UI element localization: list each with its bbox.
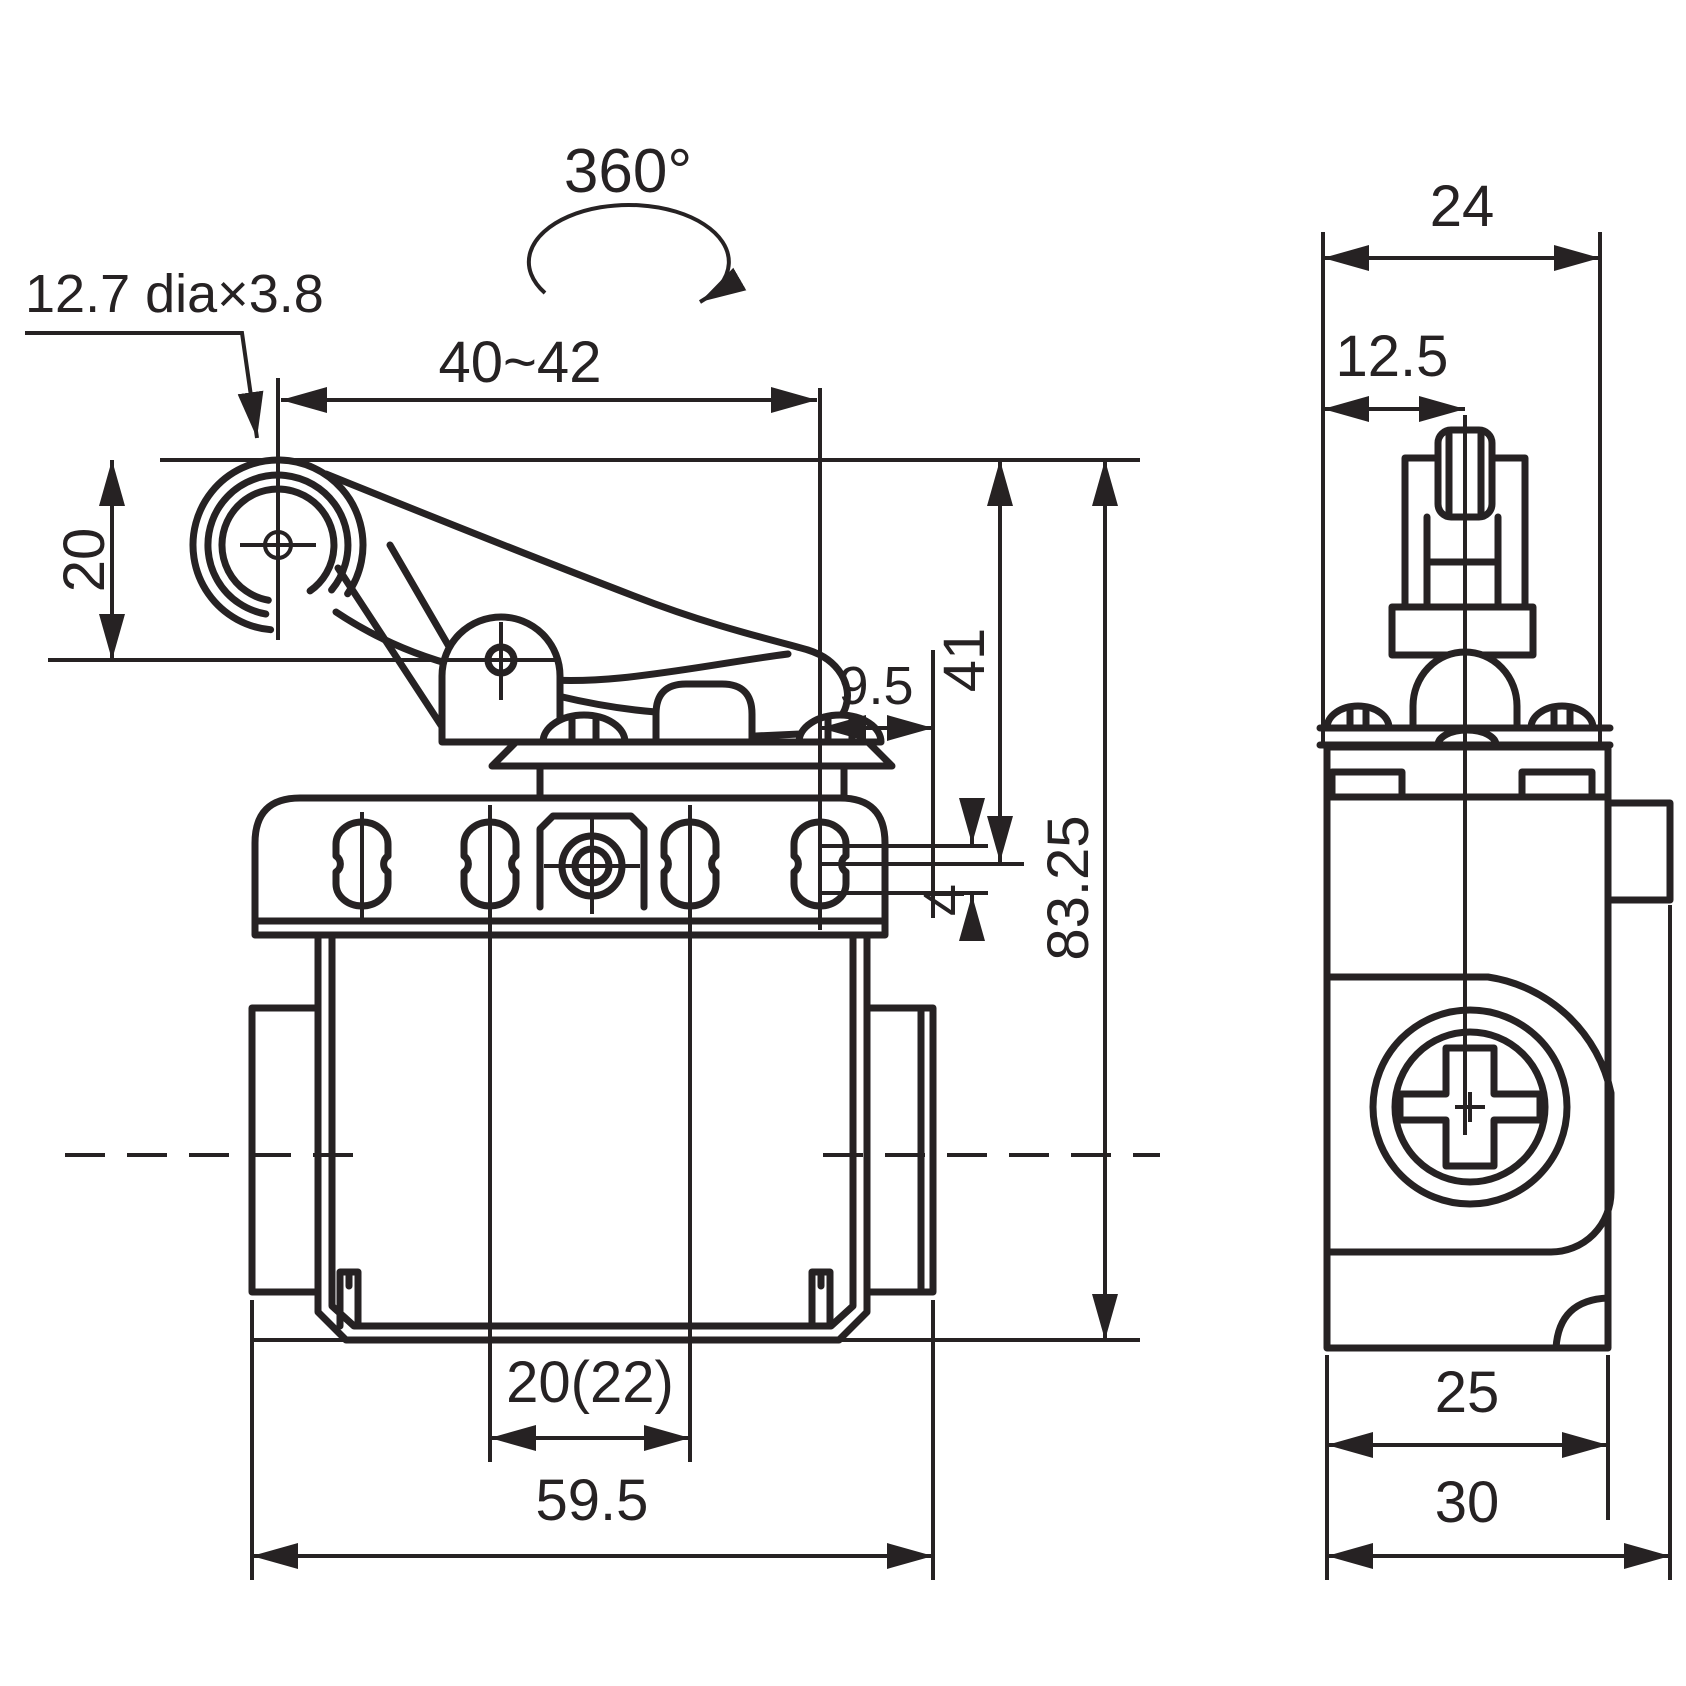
body-outline	[314, 931, 871, 1344]
side-conduit-boss	[1604, 799, 1674, 904]
base-screw-right	[1527, 702, 1597, 732]
side-body-tabs	[1328, 768, 1596, 801]
ext-lines-head-width	[1321, 232, 1602, 745]
side-body-outline	[1323, 743, 1612, 1352]
base-screw-left	[1323, 702, 1393, 732]
lever-boss-side	[1388, 603, 1537, 659]
dim-overall-height-label: 83.25	[1036, 815, 1101, 960]
cover-screw-outer	[1369, 1006, 1571, 1208]
mount-hole-centerlines	[488, 805, 692, 1462]
dim-overall-width-label: 59.5	[536, 1468, 649, 1533]
dim-roller-height-label: 20	[52, 528, 117, 593]
dim-mount-spacing-label: 20(22)	[506, 1350, 674, 1415]
dim-head-width-label: 24	[1430, 174, 1495, 239]
roller-callout-label: 12.7 dia×3.8	[25, 264, 324, 324]
cover-screw-cross-slot	[1396, 1044, 1544, 1170]
roller-rim-arc	[204, 471, 352, 618]
side-view: 24 12.5 25 30	[1316, 174, 1674, 1580]
head-plate	[488, 738, 896, 770]
center-screw-crosshair	[544, 818, 640, 914]
lever-fork-edge-1	[334, 564, 456, 746]
dim-body-depth-label: 25	[1435, 1360, 1500, 1425]
body-pin-right	[808, 1268, 834, 1330]
front-view: 12.7 dia×3.8 360° 40~42 20 9.5 41 4 83.2…	[25, 137, 1160, 1580]
pivot-centerlines	[48, 622, 560, 700]
cover-screw-inner	[1391, 1028, 1549, 1186]
rotation-label: 360°	[564, 137, 692, 206]
cover-screw-center-mark	[1455, 1092, 1485, 1122]
side-foot-detail	[1552, 1294, 1612, 1352]
dim-head-offset-label: 9.5	[838, 656, 913, 716]
side-dimension-lines	[1321, 232, 1672, 1580]
callout-leader	[25, 331, 264, 439]
roller-centerlines	[240, 378, 316, 640]
head-neck-edges	[536, 762, 848, 802]
rotation-arrow	[526, 202, 747, 304]
dim-hole-step-label: 4	[912, 884, 977, 916]
body-pin-left	[336, 1268, 362, 1330]
body-inner-wall	[328, 931, 857, 1330]
base-screw-right-slots	[1550, 706, 1574, 732]
dim-lever-travel-label: 40~42	[439, 330, 602, 395]
roller-center-mark	[263, 530, 293, 560]
roller-hub-arc	[218, 485, 338, 604]
head-screw-left	[539, 711, 629, 746]
center-screw-recess	[536, 812, 648, 911]
plunger-dome	[652, 680, 756, 746]
side-lever	[1388, 426, 1537, 732]
conduit-boss-left	[248, 1004, 322, 1296]
hole-reference-lines	[820, 844, 1024, 895]
conduit-boss-right	[863, 1004, 937, 1296]
switch-head	[438, 613, 896, 802]
lever-underside-edge	[554, 692, 660, 716]
ext-lines-body-depth	[1325, 1355, 1610, 1580]
ext-lines-overall-width	[250, 1300, 935, 1580]
switch-body	[248, 931, 937, 1344]
head-screw-left-slots	[568, 715, 600, 746]
roller-side-rim-lines	[1445, 430, 1485, 517]
dim-center-offset-label: 12.5	[1336, 324, 1449, 389]
side-body	[1323, 743, 1674, 1352]
dim-top-to-hole-label: 41	[932, 628, 997, 693]
front-dimension-lines	[25, 202, 1160, 1580]
lever-plate-side-details	[1423, 513, 1502, 611]
dim-overall-depth-label: 30	[1435, 1470, 1500, 1535]
base-screw-left-slots	[1346, 706, 1370, 732]
lever-arm-inner-contour	[332, 608, 792, 684]
roller-outer-arc	[189, 456, 367, 634]
cover-outline	[1323, 973, 1615, 1256]
